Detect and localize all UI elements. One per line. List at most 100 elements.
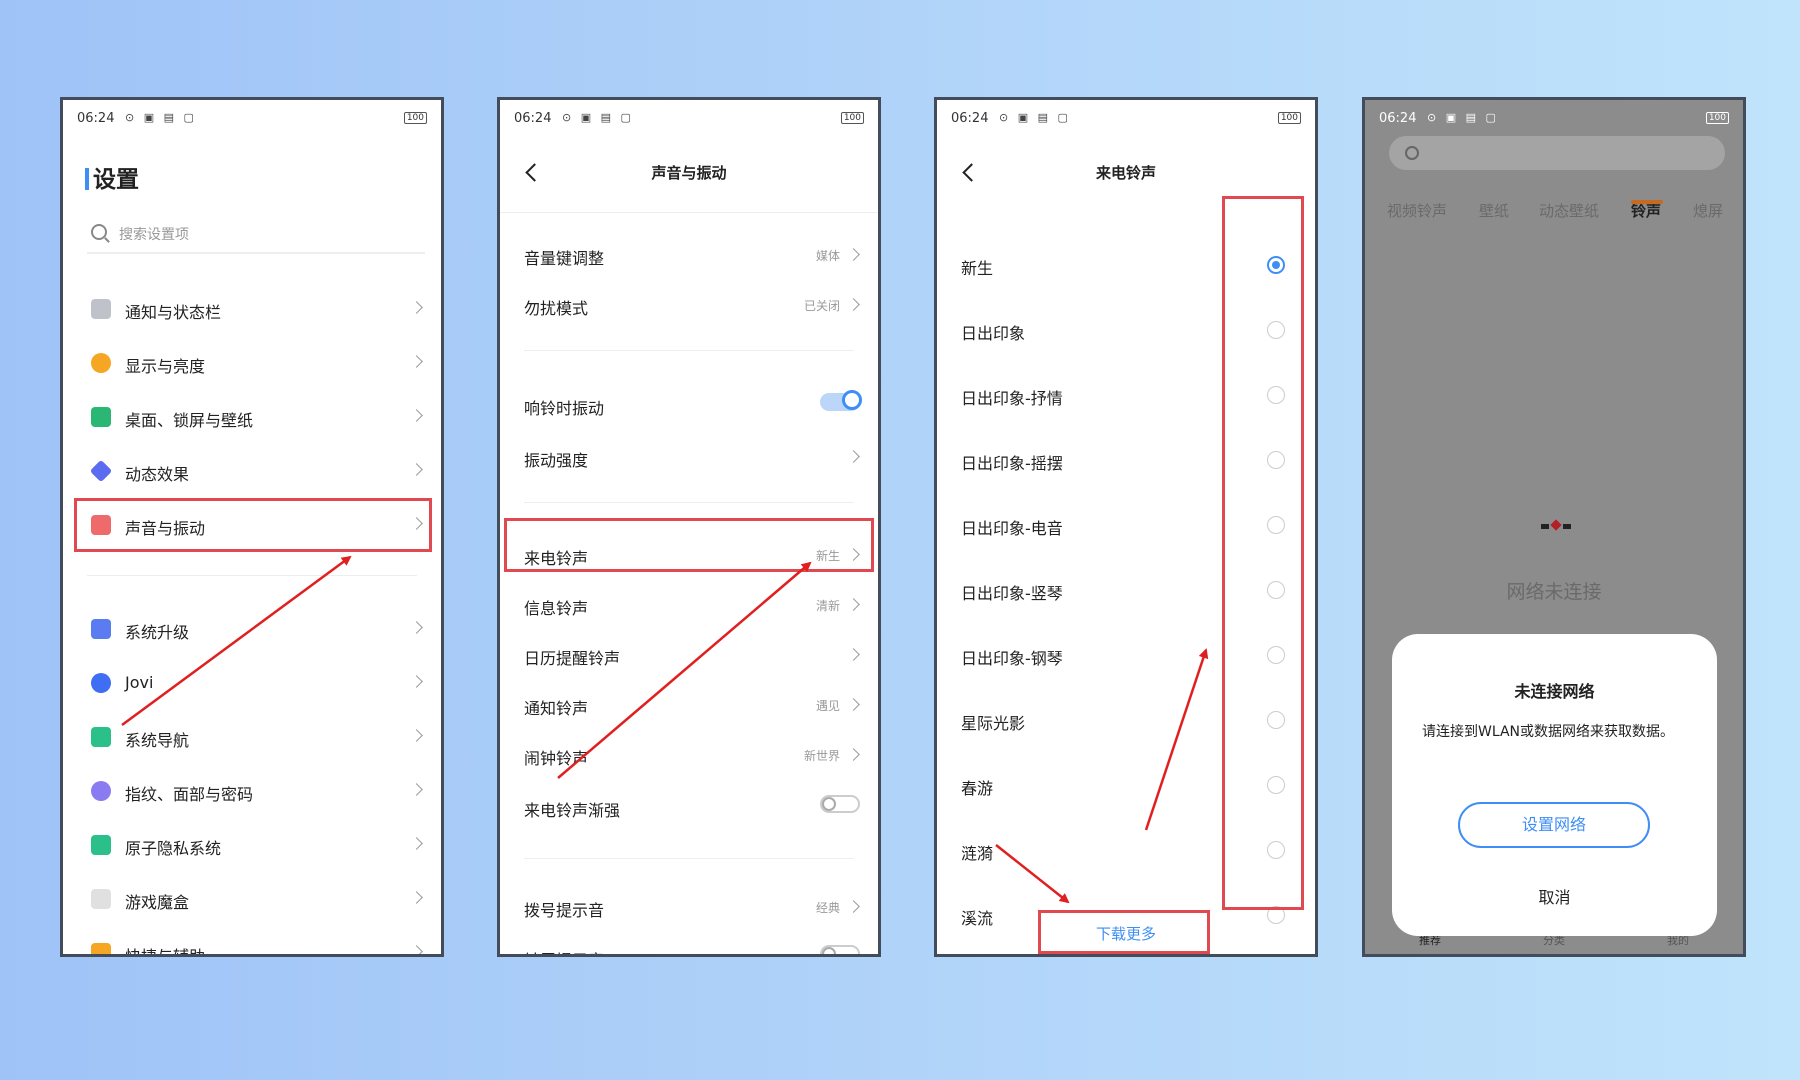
shortcut-icon [91, 943, 111, 954]
settings-item-label: Jovi [125, 673, 154, 692]
cancel-button[interactable]: 取消 [1538, 888, 1571, 907]
radio-button[interactable] [1267, 906, 1285, 924]
setting-label: 来电铃声 [524, 549, 589, 568]
radio-button[interactable] [1267, 581, 1285, 599]
status-time: 06:24 [951, 111, 989, 126]
tab-screen-off[interactable]: 熄屏 [1693, 202, 1724, 220]
sound-setting-row[interactable]: 来电铃声渐强 [524, 787, 862, 827]
settings-item[interactable]: 通知与状态栏 [87, 287, 423, 331]
settings-item[interactable]: 动态效果 [87, 449, 423, 493]
toggle-switch[interactable] [820, 945, 860, 954]
ringtone-item[interactable]: 日出印象-抒情 [961, 376, 1299, 416]
radio-button[interactable] [1267, 256, 1285, 274]
status-icons: ⊙ ▣ ▤ ▢ [125, 111, 197, 124]
radio-button[interactable] [1267, 321, 1285, 339]
sound-setting-row[interactable]: 日历提醒铃声 [524, 635, 862, 675]
ringtone-item[interactable]: 溪流 [961, 896, 1299, 936]
ringtone-item[interactable]: 星际光影 [961, 701, 1299, 741]
sound-setting-row[interactable]: 勿扰模式已关闭 [524, 285, 862, 325]
status-icons: ⊙ ▣ ▤ ▢ [999, 111, 1071, 124]
settings-item[interactable]: 系统升级 [87, 607, 423, 651]
settings-item-label: 系统升级 [125, 623, 190, 642]
settings-item[interactable]: 系统导航 [87, 715, 423, 759]
highlight-sound-vibration [74, 498, 432, 552]
setting-value: 已关闭 [803, 299, 840, 313]
setting-label: 触屏提示音 [524, 947, 604, 954]
tab-wallpaper[interactable]: 壁纸 [1479, 202, 1510, 220]
settings-item[interactable]: Jovi [87, 661, 423, 705]
sound-setting-row[interactable]: 触屏提示音 [524, 937, 862, 954]
ringtone-item[interactable]: 日出印象-竖琴 [961, 571, 1299, 611]
settings-item[interactable]: 原子隐私系统 [87, 823, 423, 867]
setting-value: 新生 [815, 549, 840, 563]
ringtone-item[interactable]: 日出印象 [961, 311, 1299, 351]
radio-button[interactable] [1267, 386, 1285, 404]
download-more-link[interactable]: 下载更多 [1095, 925, 1156, 943]
sound-setting-row[interactable]: 音量键调整媒体 [524, 235, 862, 275]
bottom-nav-category[interactable]: 分类 [1543, 934, 1565, 947]
search-input[interactable] [1389, 136, 1725, 170]
highlight-incoming-ringtone [504, 518, 874, 572]
sound-setting-row[interactable]: 拨号提示音经典 [524, 887, 862, 927]
settings-item[interactable]: 声音与振动 [87, 503, 423, 547]
settings-item[interactable]: 桌面、锁屏与壁纸 [87, 395, 423, 439]
tab-video-ringtone[interactable]: 视频铃声 [1387, 202, 1448, 220]
page-title: 来电铃声 [1095, 164, 1156, 182]
settings-item[interactable]: 游戏魔盒 [87, 877, 423, 921]
phone-settings: 06:24 ⊙ ▣ ▤ ▢ 100 设置 搜索设置项 通知与状态栏显示与亮度桌面… [60, 97, 444, 957]
status-time: 06:24 [77, 111, 115, 126]
ringtone-item[interactable]: 涟漪 [961, 831, 1299, 871]
ringtone-label: 日出印象-钢琴 [961, 649, 1063, 668]
settings-item[interactable]: 指纹、面部与密码 [87, 769, 423, 813]
fingerprint-icon [91, 781, 111, 801]
sound-setting-row[interactable]: 来电铃声 新生 [524, 535, 862, 575]
settings-item[interactable]: 显示与亮度 [87, 341, 423, 385]
ringtone-item[interactable]: 新生 [961, 246, 1299, 286]
bottom-nav-mine[interactable]: 我的 [1667, 934, 1689, 947]
ringtone-item[interactable]: 日出印象-钢琴 [961, 636, 1299, 676]
arrow-1 [121, 555, 352, 727]
phone-sound-vibration: 06:24 ⊙ ▣ ▤ ▢ 100 声音与振动 音量键调整媒体勿扰模式已关闭响铃… [497, 97, 881, 957]
setting-value: 遇见 [815, 699, 840, 713]
sound-setting-row[interactable]: 振动强度 [524, 437, 862, 477]
ringtone-item[interactable]: 日出印象-摇摆 [961, 441, 1299, 481]
radio-button[interactable] [1267, 711, 1285, 729]
bottom-nav-recommend[interactable]: 推荐 [1419, 934, 1441, 947]
toggle-switch[interactable] [820, 795, 860, 813]
divider [524, 858, 854, 859]
sound-setting-row[interactable]: 闹钟铃声新世界 [524, 735, 862, 775]
toggle-switch[interactable] [820, 390, 862, 411]
loading-indicator-icon [1541, 514, 1571, 533]
status-bar: 06:24 ⊙ ▣ ▤ ▢ 100 [1365, 100, 1743, 136]
ringtone-label: 日出印象-抒情 [961, 389, 1063, 408]
divider [524, 502, 854, 503]
divider [87, 575, 417, 576]
radio-button[interactable] [1267, 841, 1285, 859]
setup-network-button[interactable]: 设置网络 [1458, 802, 1650, 848]
setting-value: 清新 [815, 599, 840, 613]
settings-item[interactable]: 快捷与辅助 [87, 931, 423, 957]
no-network-dialog: 未连接网络 请连接到WLAN或数据网络来获取数据。 设置网络 取消 [1392, 634, 1717, 936]
dialog-message: 请连接到WLAN或数据网络来获取数据。 [1422, 724, 1675, 740]
ringtone-label: 日出印象 [961, 324, 1026, 343]
radio-button[interactable] [1267, 646, 1285, 664]
sound-setting-row[interactable]: 通知铃声遇见 [524, 685, 862, 725]
setting-value: 新世界 [803, 749, 840, 763]
ringtone-item[interactable]: 日出印象-电音 [961, 506, 1299, 546]
page-title: 设置 [85, 160, 139, 194]
radio-button[interactable] [1267, 516, 1285, 534]
sound-setting-row[interactable]: 响铃时振动 [524, 385, 862, 425]
sound-setting-row[interactable]: 信息铃声清新 [524, 585, 862, 625]
search-input[interactable]: 搜索设置项 [87, 214, 425, 254]
radio-button[interactable] [1267, 451, 1285, 469]
settings-item-label: 快捷与辅助 [125, 947, 206, 957]
radio-button[interactable] [1267, 776, 1285, 794]
ringtone-item[interactable]: 春游 [961, 766, 1299, 806]
status-bar: 06:24 ⊙ ▣ ▤ ▢ 100 [63, 100, 441, 136]
arrow-4 [1144, 648, 1209, 831]
privacy-icon [91, 835, 111, 855]
tab-ringtone[interactable]: 铃声 [1631, 202, 1662, 220]
upgrade-icon [91, 619, 111, 639]
tab-live-wallpaper[interactable]: 动态壁纸 [1539, 202, 1600, 220]
